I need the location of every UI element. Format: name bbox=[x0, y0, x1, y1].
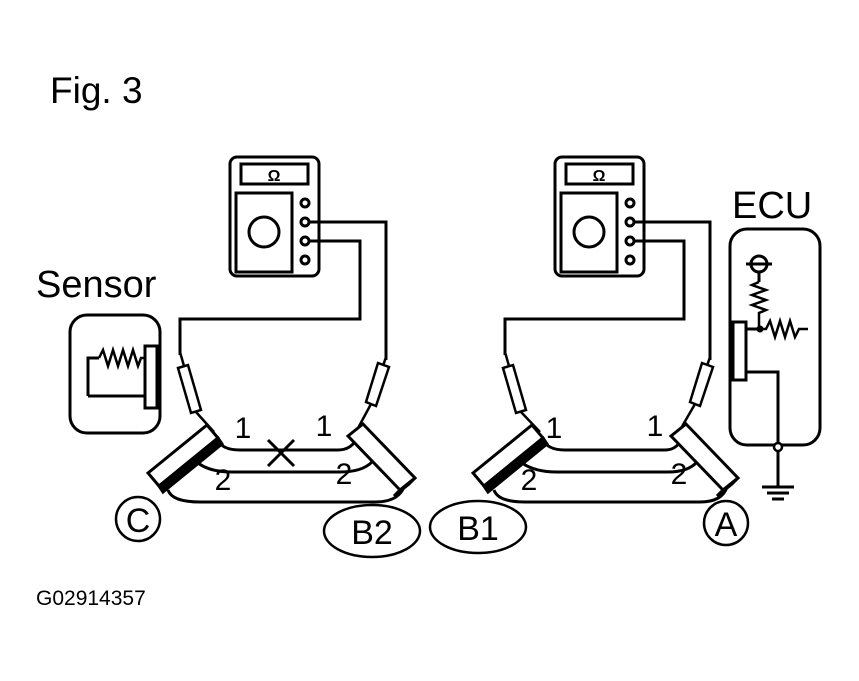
ohmmeter-right-icon bbox=[553, 155, 646, 278]
connector-c-label: C bbox=[126, 502, 151, 540]
connector-a-badge bbox=[702, 499, 750, 547]
ecu-series-resistor-icon bbox=[760, 316, 808, 342]
connector-b1-label: B1 bbox=[457, 510, 499, 548]
connector-a-label: A bbox=[715, 506, 738, 544]
right-probe-1 bbox=[501, 351, 541, 433]
ohmmeter-right-symbol: Ω bbox=[593, 168, 606, 185]
ground-icon bbox=[762, 451, 794, 501]
terminal-left-b2-1: 1 bbox=[316, 410, 333, 443]
ecu-ground-terminal bbox=[772, 441, 784, 453]
sensor-resistor-icon bbox=[97, 345, 145, 371]
figure-title: Fig. 3 bbox=[50, 70, 143, 111]
ecu-node-dot bbox=[756, 325, 764, 333]
left-meter-leads bbox=[178, 220, 388, 360]
sensor-label: Sensor bbox=[36, 264, 157, 306]
ohmmeter-left-icon bbox=[228, 155, 321, 278]
figure-code: G02914357 bbox=[36, 587, 146, 610]
terminal-left-c-1: 1 bbox=[235, 412, 252, 445]
connector-b1-badge bbox=[428, 499, 528, 555]
connector-c-badge bbox=[114, 495, 162, 543]
connector-a-body bbox=[668, 421, 741, 498]
terminal-right-a-2: 2 bbox=[671, 458, 688, 491]
connector-b2-label: B2 bbox=[351, 514, 393, 552]
right-probe-2 bbox=[678, 356, 715, 431]
open-circuit-mark bbox=[266, 438, 296, 468]
terminal-right-b1-2: 2 bbox=[521, 464, 538, 497]
sensor-box bbox=[68, 313, 162, 435]
terminal-right-a-1: 1 bbox=[647, 410, 664, 443]
ohmmeter-left-symbol: Ω bbox=[268, 168, 281, 185]
terminal-right-b1-1: 1 bbox=[546, 412, 563, 445]
connector-b2-badge bbox=[322, 503, 422, 559]
connector-b2-body bbox=[345, 421, 418, 498]
connector-c-body bbox=[145, 422, 225, 495]
terminal-left-c-2: 2 bbox=[215, 464, 232, 497]
ecu-pullup-resistor-icon bbox=[748, 280, 770, 329]
ecu-label: ECU bbox=[732, 185, 813, 227]
left-probe-2 bbox=[355, 356, 391, 431]
right-meter-leads bbox=[503, 220, 712, 360]
left-probe-1 bbox=[176, 351, 215, 433]
terminal-left-b2-2: 2 bbox=[336, 458, 353, 491]
connector-b1-body bbox=[470, 422, 550, 495]
